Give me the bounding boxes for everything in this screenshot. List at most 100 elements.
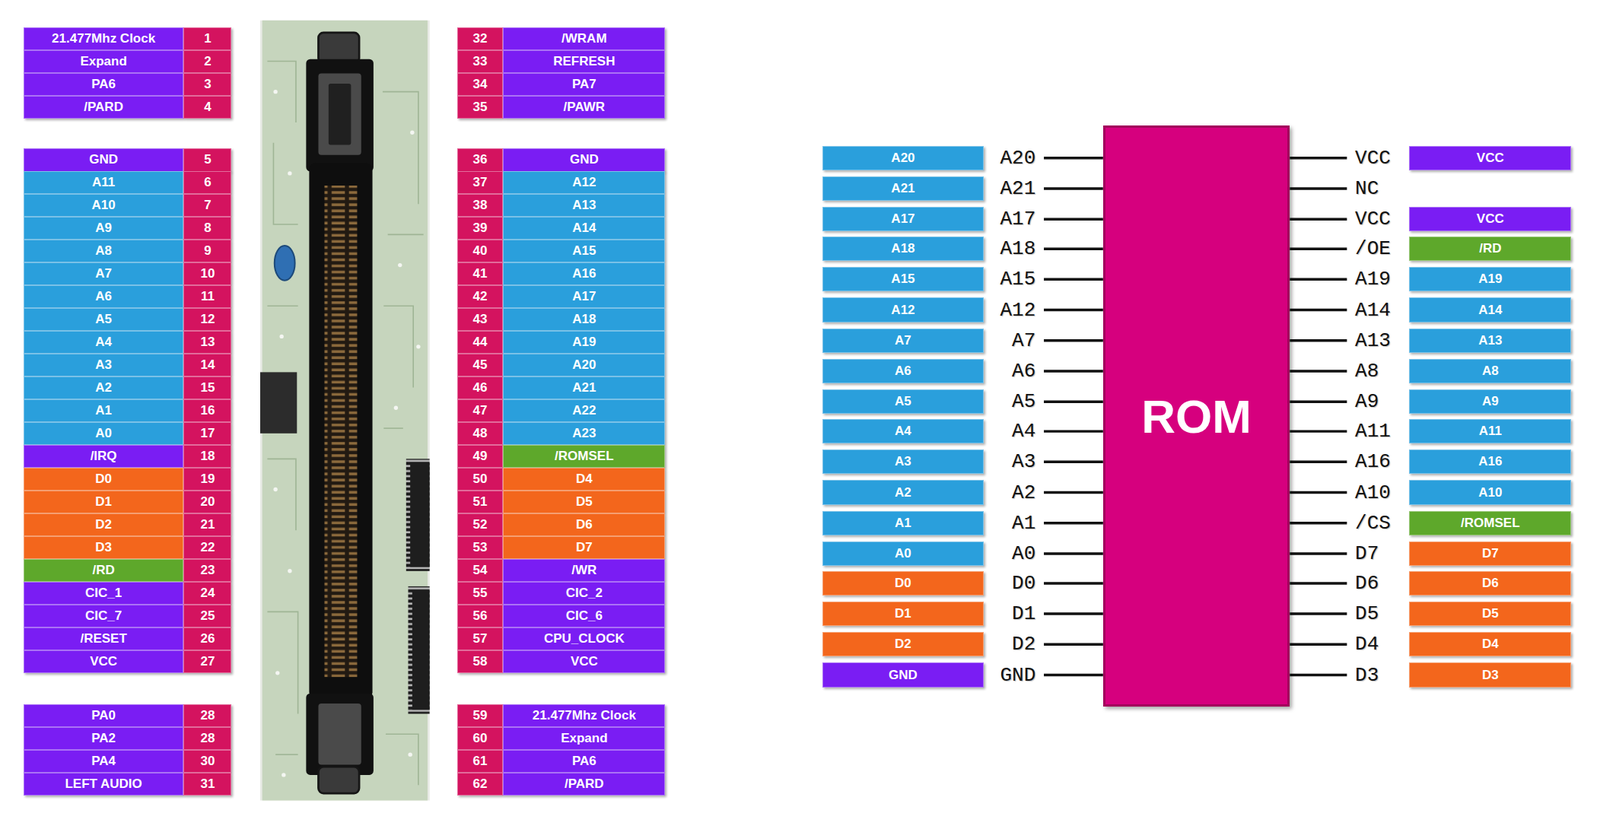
signal-cell: 21.477Mhz Clock [502, 704, 665, 728]
signal-cell: D0 [23, 467, 185, 491]
signal-cell: 14 [183, 353, 232, 377]
pin-number: 13 [200, 334, 215, 350]
pin-number: 57 [473, 631, 488, 647]
signal-cell: 48 [457, 422, 503, 446]
pin-number: 1 [203, 31, 211, 47]
signal-cell: A16 [502, 262, 665, 286]
pin-number: 56 [473, 608, 488, 624]
pin-number: 28 [200, 708, 215, 724]
signal-cell: A11 [1409, 419, 1572, 444]
signal-cell: /PARD [23, 95, 185, 119]
signal-cell: A19 [1409, 267, 1572, 292]
rom-signal: A6 [894, 363, 912, 379]
rom-signal: A15 [890, 271, 915, 287]
chip [260, 372, 297, 433]
rom-pin-name: A20 [981, 146, 1036, 171]
signal-cell: 58 [457, 650, 503, 674]
signal-cell: A9 [1409, 389, 1572, 414]
signal-cell: A1 [23, 399, 185, 423]
rom-pin-name: A16 [1355, 449, 1406, 474]
pin-number: 12 [200, 311, 215, 328]
pin-number: 16 [200, 403, 215, 419]
signal-name: A14 [572, 220, 596, 236]
pin-number: 30 [200, 753, 215, 770]
signal-name: A5 [95, 311, 112, 328]
photo-ground [260, 20, 430, 802]
rom-pin-name: D2 [981, 632, 1036, 657]
pin-number: 44 [473, 334, 488, 350]
signal-name: A11 [92, 174, 115, 191]
rom-signal: A5 [894, 394, 912, 410]
signal-cell: LEFT AUDIO [23, 772, 185, 796]
rom-signal: D2 [894, 636, 912, 653]
signal-cell: D3 [23, 536, 185, 560]
signal-name: A3 [95, 357, 112, 373]
signal-name: CIC_7 [85, 608, 122, 624]
signal-cell: VCC [23, 650, 185, 674]
pin-number: 6 [203, 174, 211, 191]
signal-cell: D2 [822, 632, 984, 657]
signal-name: /ROMSEL [554, 448, 614, 465]
signal-cell: 30 [183, 750, 232, 773]
pin-number: 21 [200, 517, 215, 533]
signal-name: /PAWR [563, 99, 605, 115]
signal-name: A13 [572, 197, 596, 214]
signal-cell: D1 [23, 490, 185, 514]
signal-cell: CIC_2 [502, 582, 665, 605]
rom-signal: A14 [1478, 302, 1502, 319]
rom-pin-name: A4 [981, 419, 1036, 444]
rom-signal: A0 [894, 546, 912, 562]
rom-pin-name: A17 [981, 206, 1036, 232]
signal-cell: CPU_CLOCK [502, 627, 665, 651]
signal-cell: /PAWR [502, 95, 665, 119]
signal-cell: A21 [502, 376, 665, 400]
signal-cell: A3 [23, 353, 185, 377]
rom-pin-name: VCC [1355, 206, 1406, 232]
signal-cell: 21 [183, 513, 232, 537]
rom-signal: A18 [890, 241, 915, 257]
signal-name: PA6 [572, 753, 597, 770]
signal-cell: D5 [502, 490, 665, 514]
rom-signal: GND [888, 667, 918, 684]
rom-pin-name: A15 [981, 267, 1036, 292]
signal-cell: PA0 [23, 704, 185, 728]
signal-cell: 7 [183, 194, 232, 217]
pin-number: 17 [200, 426, 215, 442]
signal-cell: D6 [502, 513, 665, 537]
signal-cell: GND [502, 148, 665, 172]
rom-signal: A16 [1478, 454, 1502, 470]
pin-number: 7 [203, 197, 211, 214]
signal-cell: 11 [183, 285, 232, 309]
signal-name: VCC [89, 654, 118, 670]
signal-cell: PA7 [502, 73, 665, 96]
pin-number: 37 [473, 174, 488, 191]
signal-cell: GND [23, 148, 185, 172]
pin-number: 55 [473, 585, 488, 602]
signal-cell: A6 [822, 359, 984, 384]
signal-cell: A8 [1409, 359, 1572, 384]
signal-cell: A2 [822, 480, 984, 505]
pin-number: 19 [200, 471, 215, 487]
signal-name: A20 [572, 357, 596, 373]
signal-cell: A10 [23, 194, 185, 217]
pin-number: 59 [473, 708, 488, 724]
signal-cell: A11 [23, 171, 185, 195]
signal-cell: D7 [1409, 541, 1572, 567]
rom-signal: D0 [894, 575, 912, 592]
signal-name: /IRQ [90, 448, 118, 465]
chip [410, 463, 430, 568]
signal-cell: 39 [457, 216, 503, 240]
pin-number: 38 [473, 197, 488, 214]
signal-cell: CIC_1 [23, 582, 185, 605]
signal-cell: 57 [457, 627, 503, 651]
pin-number: 25 [200, 608, 215, 624]
signal-name: /WR [571, 563, 597, 579]
signal-cell: D4 [502, 467, 665, 491]
rom-pin-name: A10 [1355, 480, 1406, 505]
signal-cell: A17 [502, 285, 665, 309]
signal-cell: VCC [1409, 206, 1572, 232]
rom-signal: A2 [894, 485, 912, 501]
signal-cell: 42 [457, 285, 503, 309]
signal-cell: A18 [822, 236, 984, 261]
pin-number: 24 [200, 585, 215, 602]
